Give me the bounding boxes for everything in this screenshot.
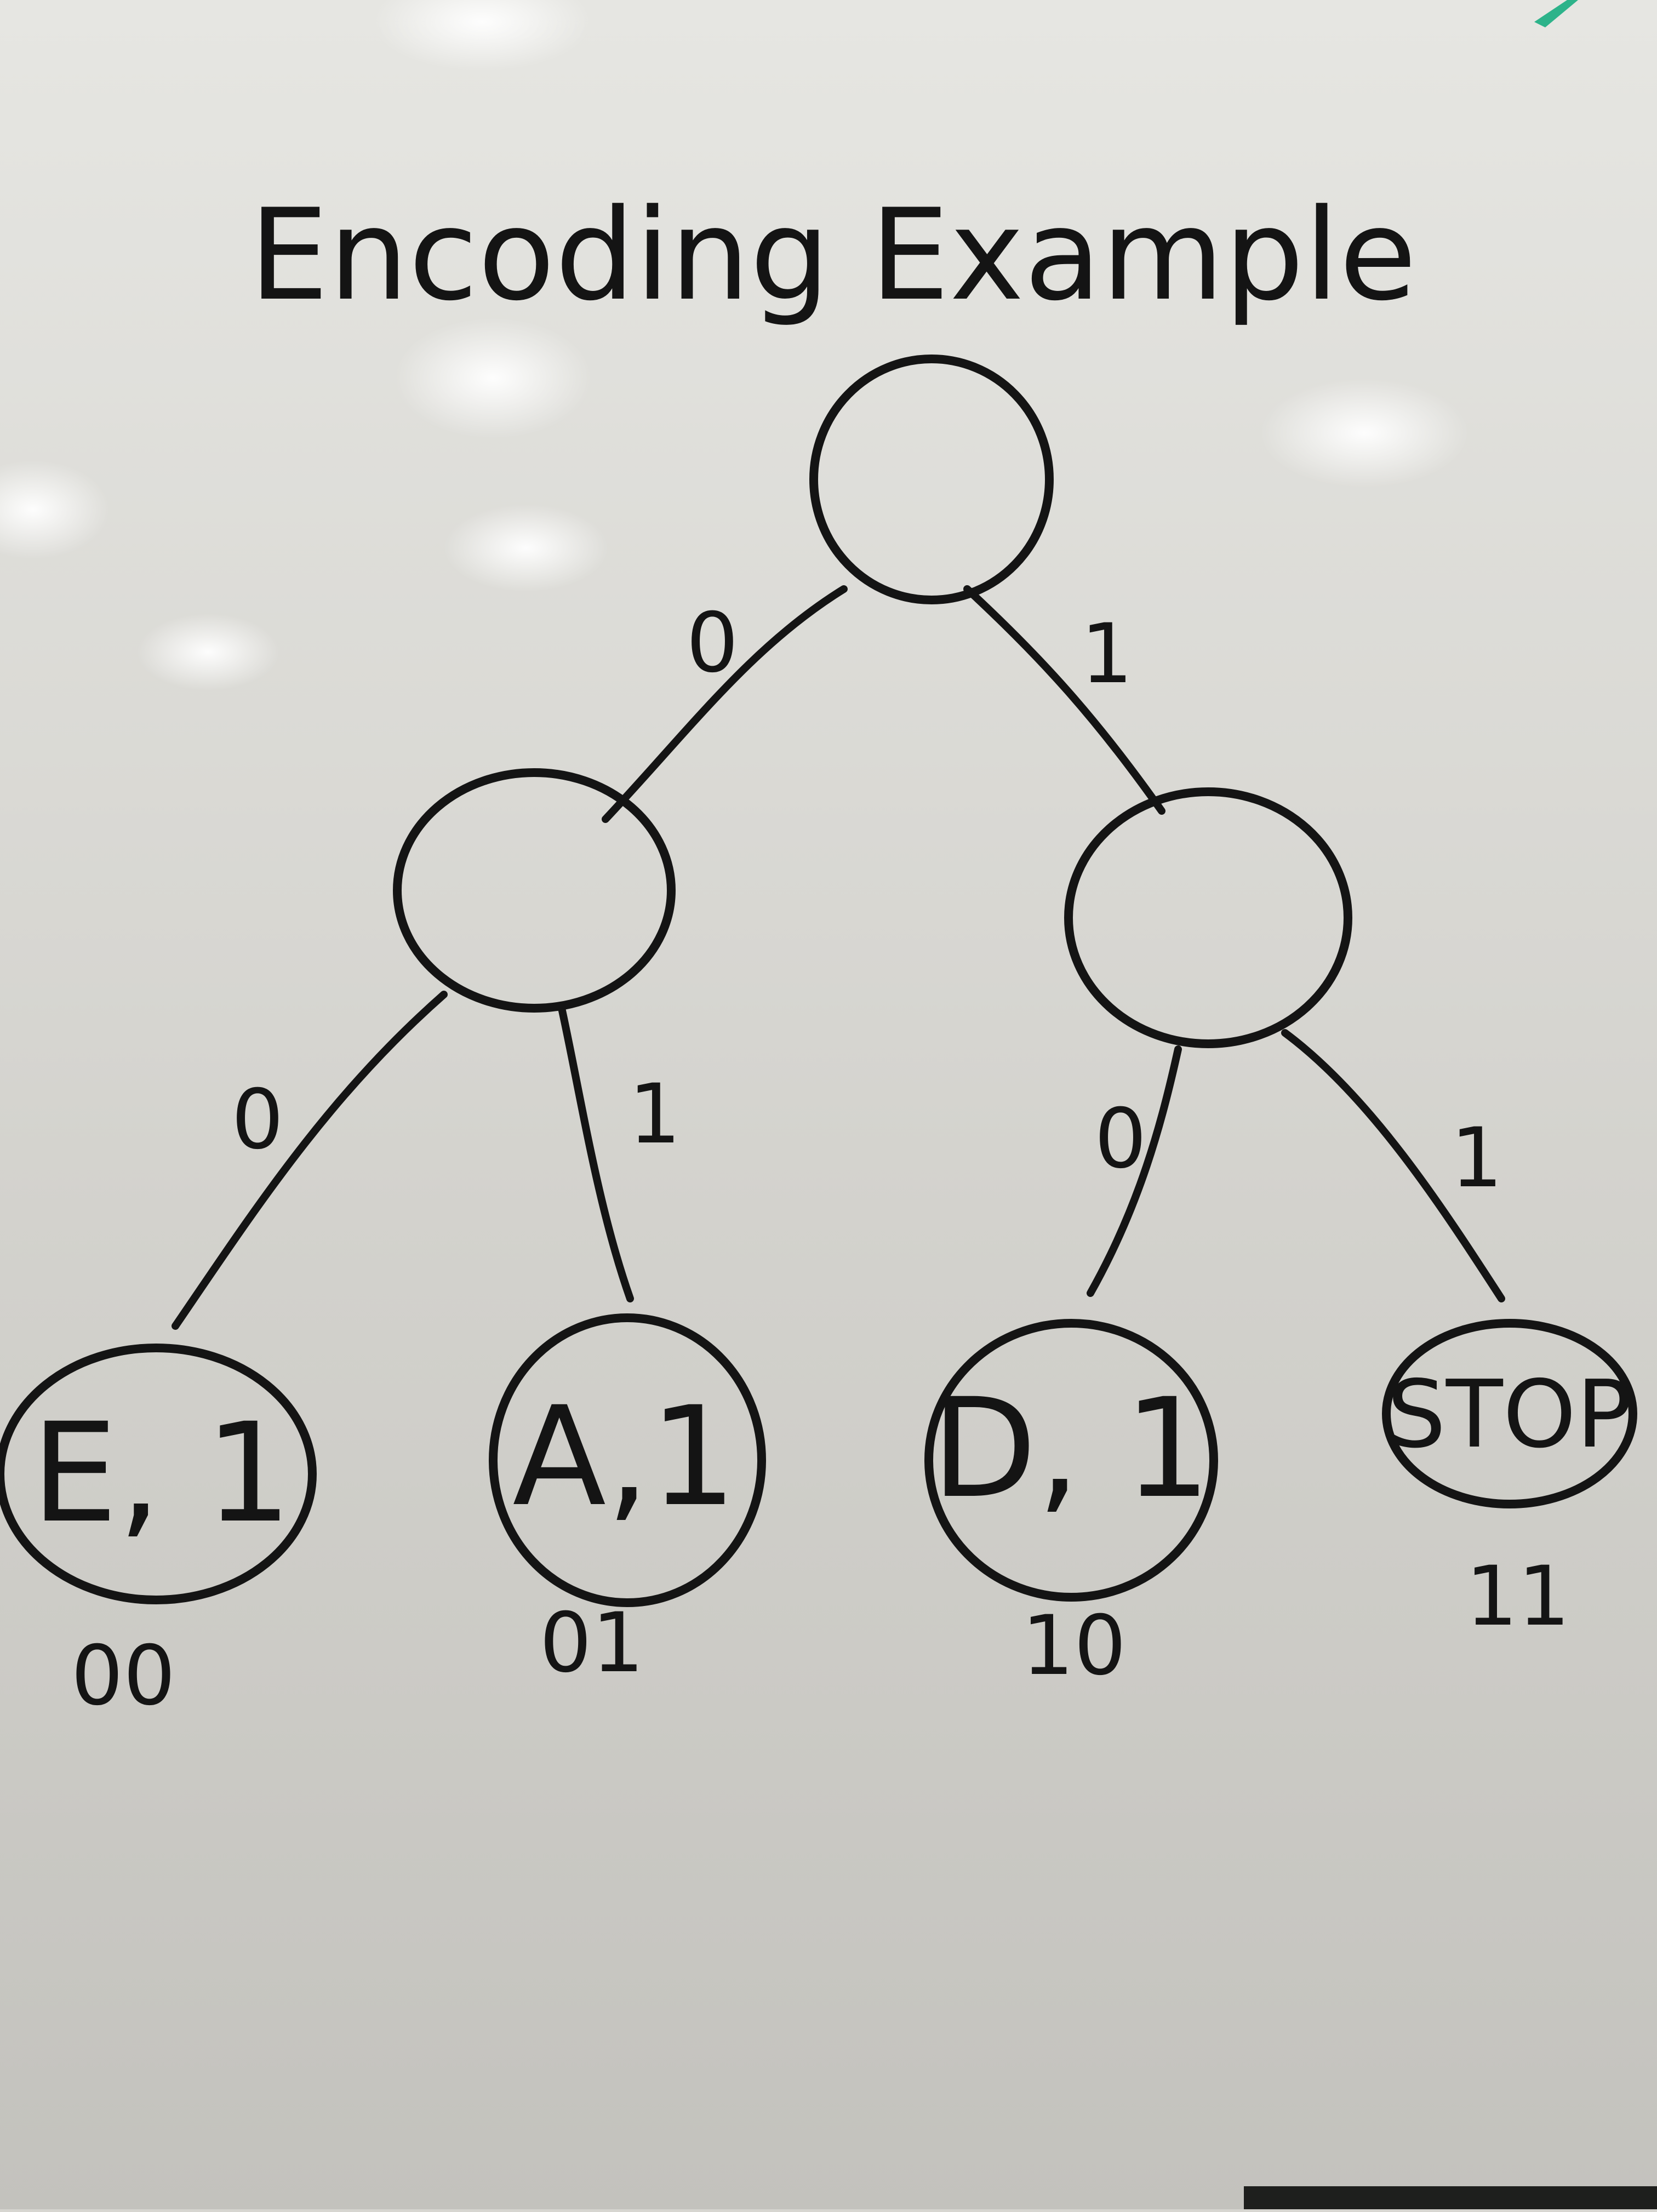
leaf-node-a (489, 1313, 766, 1607)
leaf-label-d: D, 1 (932, 1369, 1212, 1528)
light-glare (137, 614, 279, 690)
right-internal-node (1064, 787, 1352, 1048)
leaf-node-e (0, 1344, 317, 1604)
leaf-node-stop (1382, 1319, 1637, 1508)
edge-right-left (1087, 1045, 1182, 1297)
leaf-label-e: E, 1 (31, 1393, 292, 1553)
light-glare (1260, 378, 1469, 488)
leaf-label-a: A,1 (512, 1377, 737, 1536)
edge-left-right (558, 1004, 634, 1302)
light-glare (373, 0, 592, 71)
left-internal-node (393, 768, 676, 1013)
edge-label-left-right: 1 (628, 1067, 681, 1162)
board-frame (1244, 2186, 1657, 2209)
edge-label-right-left: 0 (1094, 1091, 1146, 1187)
root-node (809, 355, 1054, 604)
edge-left-left (172, 991, 448, 1330)
code-stop: 11 (1466, 1549, 1570, 1644)
light-glare (444, 504, 608, 592)
code-a: 01 (540, 1596, 644, 1691)
edge-root-right (963, 585, 1165, 815)
edge-label-root-left: 0 (686, 596, 738, 691)
code-d: 10 (1022, 1598, 1127, 1694)
leaf-label-stop: STOP (1387, 1361, 1632, 1469)
edge-label-right-right: 1 (1450, 1111, 1502, 1206)
light-glare (395, 318, 592, 438)
light-glare (0, 460, 110, 559)
diagram-title: Encoding Example (249, 182, 1417, 329)
edge-root-left (602, 585, 848, 823)
edge-right-right (1281, 1029, 1505, 1302)
edge-label-root-right: 1 (1081, 607, 1133, 702)
leaf-node-d (924, 1319, 1218, 1602)
code-e: 00 (71, 1628, 176, 1724)
edge-label-left-left: 0 (231, 1072, 283, 1168)
marker-mark (1534, 0, 1578, 27)
